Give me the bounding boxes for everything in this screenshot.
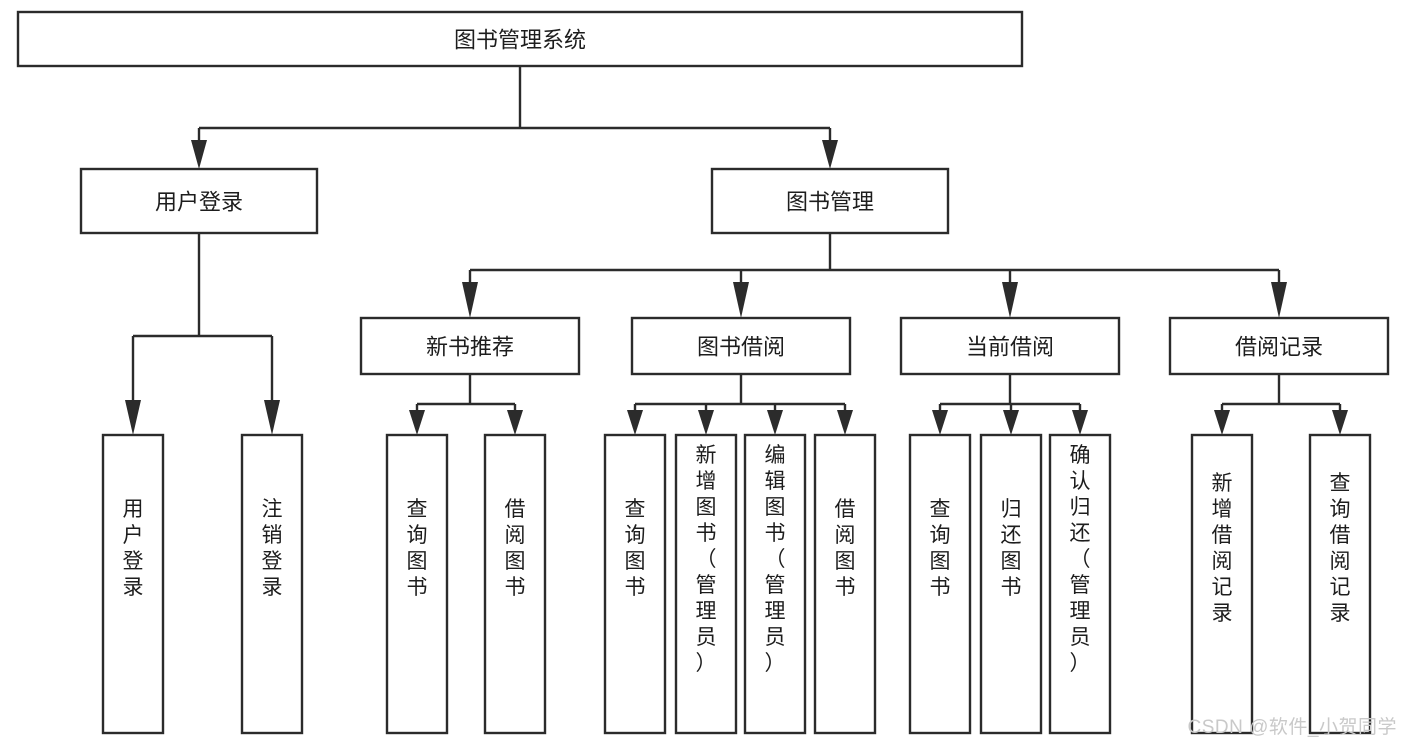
leaf-confirm-return-admin-label: 确认归还（管理员） <box>1070 444 1091 675</box>
leaf-confirm-return-admin-box[interactable] <box>1048 433 1112 735</box>
arrowhead-book-mgmt <box>822 140 838 169</box>
connector-layer <box>125 66 1348 435</box>
arrowhead-current <box>1002 282 1018 318</box>
leaf-edit-book-admin-box[interactable] <box>743 433 807 735</box>
leaf-confirm-return-admin[interactable]: 确认归还（管理员） <box>1048 433 1112 735</box>
node-book-borrow[interactable]: 图书借阅 <box>630 316 852 376</box>
edge-root-to-level2 <box>191 66 838 169</box>
leaf-query-book-current-label: 查询图书 <box>930 498 951 599</box>
leaf-return-book-label: 归还图书 <box>1001 498 1022 599</box>
leaf-query-borrow-record-box[interactable] <box>1308 433 1372 735</box>
arrowhead-records <box>1271 282 1287 318</box>
node-book-management[interactable]: 图书管理 <box>710 167 950 235</box>
leaf-query-borrow-record[interactable]: 查询借阅记录 <box>1308 433 1372 735</box>
node-book-borrow-label: 图书借阅 <box>697 335 785 360</box>
leaf-query-book-newrec-label: 查询图书 <box>407 498 428 599</box>
leaf-query-book-current-box[interactable] <box>908 433 972 735</box>
node-root-box[interactable] <box>16 10 1024 68</box>
leaf-logout-box[interactable] <box>240 433 304 735</box>
node-user-login-label: 用户登录 <box>155 190 243 215</box>
node-root[interactable]: 图书管理系统 <box>16 10 1024 68</box>
leaf-user-login[interactable]: 用户登录 <box>101 433 165 735</box>
node-current-borrow-label: 当前借阅 <box>966 335 1054 360</box>
leaf-query-book-current[interactable]: 查询图书 <box>908 433 972 735</box>
edge-bookmgmt-to-level3 <box>462 233 1287 318</box>
node-user-login-box[interactable] <box>79 167 319 235</box>
node-borrow-records-label: 借阅记录 <box>1235 335 1323 360</box>
leaf-query-book-newrec[interactable]: 查询图书 <box>385 433 449 735</box>
arrowhead-l-confirm-c <box>1072 410 1088 435</box>
node-borrow-records[interactable]: 借阅记录 <box>1168 316 1390 376</box>
leaf-return-book-box[interactable] <box>979 433 1043 735</box>
node-book-management-label: 图书管理 <box>786 190 874 215</box>
leaf-logout-label: 注销登录 <box>262 498 283 599</box>
arrowhead-l-query-r <box>1332 410 1348 435</box>
leaf-edit-book-admin[interactable]: 编辑图书（管理员） <box>743 433 807 735</box>
csdn-watermark: CSDN @软件_小贺同学 <box>1187 717 1397 738</box>
arrowhead-borrow <box>733 282 749 318</box>
node-book-management-box[interactable] <box>710 167 950 235</box>
edge-current-to-leaves <box>932 374 1088 435</box>
leaf-return-book[interactable]: 归还图书 <box>979 433 1043 735</box>
leaf-borrow-book-borrow-label: 借阅图书 <box>835 498 856 599</box>
edge-records-to-leaves <box>1214 374 1348 435</box>
leaf-borrow-book-newrec-label: 借阅图书 <box>505 498 526 599</box>
node-root-label: 图书管理系统 <box>454 28 586 53</box>
leaf-add-borrow-record-label: 新增借阅记录 <box>1212 472 1233 625</box>
leaf-add-borrow-record-box[interactable] <box>1190 433 1254 735</box>
arrowhead-l-borrow-new <box>507 410 523 435</box>
arrowhead-user-login <box>191 140 207 169</box>
leaf-borrow-book-newrec[interactable]: 借阅图书 <box>483 433 547 735</box>
leaf-add-book-admin-box[interactable] <box>674 433 738 735</box>
arrowhead-l-query-new <box>409 410 425 435</box>
leaf-user-login-label: 用户登录 <box>123 498 144 599</box>
arrowhead-l-add-b <box>698 410 714 435</box>
node-new-book-recommend-box[interactable] <box>359 316 581 376</box>
arrowhead-l-add-r <box>1214 410 1230 435</box>
edge-newrec-to-leaves <box>409 374 523 435</box>
arrowhead-l-logout <box>264 400 280 435</box>
arrowhead-l-return-c <box>1003 410 1019 435</box>
arrowhead-l-edit-b <box>767 410 783 435</box>
arrowhead-l-query-c <box>932 410 948 435</box>
arrowhead-l-borrow-b <box>837 410 853 435</box>
node-new-book-recommend[interactable]: 新书推荐 <box>359 316 581 376</box>
arrowhead-l-query-b <box>627 410 643 435</box>
leaf-query-book-borrow-label: 查询图书 <box>625 498 646 599</box>
leaf-borrow-book-borrow-box[interactable] <box>813 433 877 735</box>
edge-borrow-to-leaves <box>627 374 853 435</box>
leaf-add-book-admin[interactable]: 新增图书（管理员） <box>674 433 738 735</box>
leaf-logout[interactable]: 注销登录 <box>240 433 304 735</box>
node-borrow-records-box[interactable] <box>1168 316 1390 376</box>
leaf-borrow-book-borrow[interactable]: 借阅图书 <box>813 433 877 735</box>
edge-userlogin-to-leaves <box>125 233 280 435</box>
node-current-borrow[interactable]: 当前借阅 <box>899 316 1121 376</box>
node-user-login[interactable]: 用户登录 <box>79 167 319 235</box>
arrowhead-l-user-login <box>125 400 141 435</box>
leaf-query-book-borrow-box[interactable] <box>603 433 667 735</box>
node-book-borrow-box[interactable] <box>630 316 852 376</box>
leaf-edit-book-admin-label: 编辑图书（管理员） <box>765 444 786 675</box>
leaf-query-book-newrec-box[interactable] <box>385 433 449 735</box>
leaf-add-borrow-record[interactable]: 新增借阅记录 <box>1190 433 1254 735</box>
node-new-book-recommend-label: 新书推荐 <box>426 335 514 360</box>
node-current-borrow-box[interactable] <box>899 316 1121 376</box>
leaf-add-book-admin-label: 新增图书（管理员） <box>696 444 717 675</box>
leaf-user-login-box[interactable] <box>101 433 165 735</box>
leaf-query-borrow-record-label: 查询借阅记录 <box>1330 472 1351 625</box>
arrowhead-new-rec <box>462 282 478 318</box>
leaf-query-book-borrow[interactable]: 查询图书 <box>603 433 667 735</box>
leaf-borrow-book-newrec-box[interactable] <box>483 433 547 735</box>
